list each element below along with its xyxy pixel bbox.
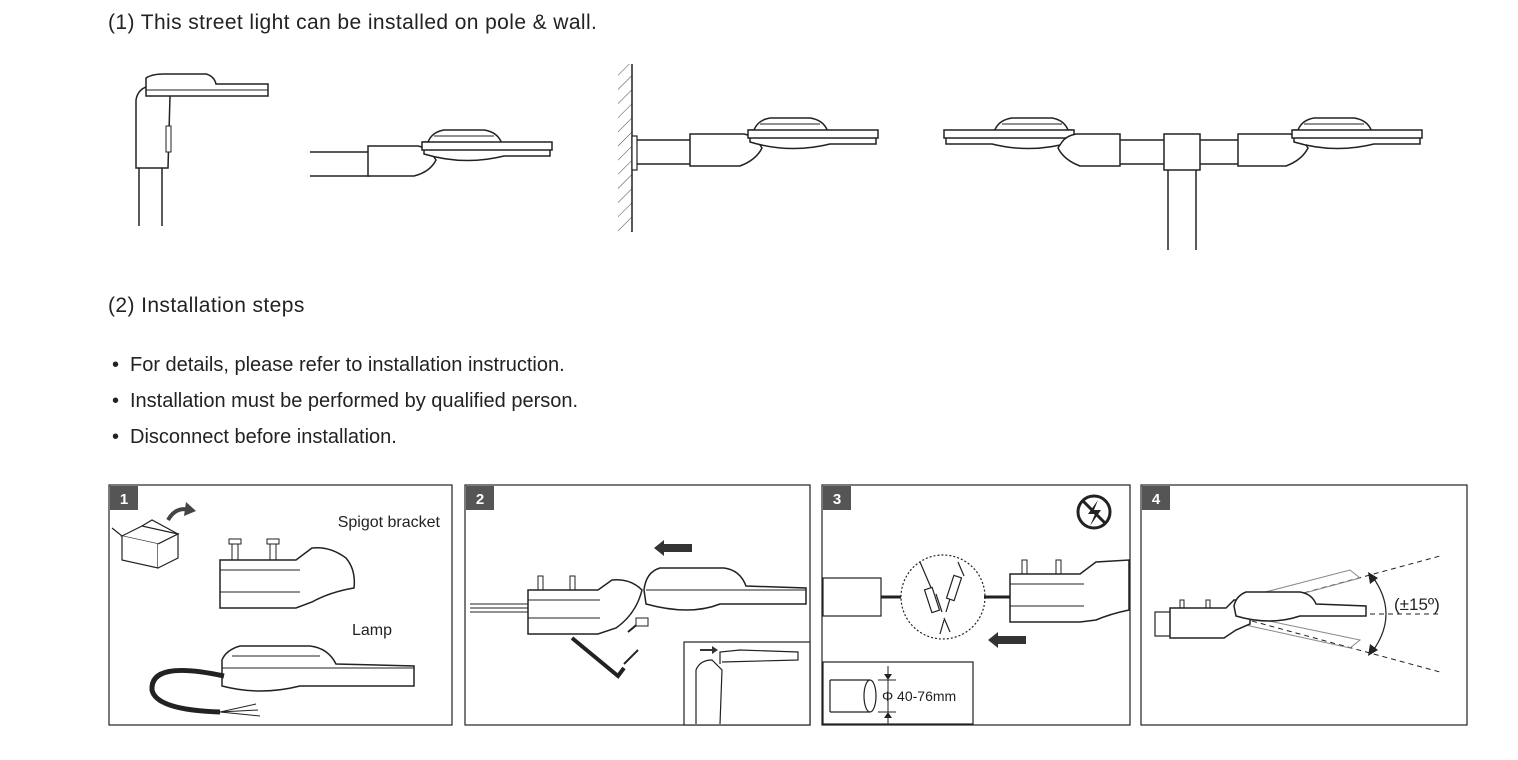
step-4-panel: 4 (±15º) [1140, 484, 1468, 726]
double-arm-pole-figure [943, 117, 1423, 250]
pole-diameter-inset [822, 661, 974, 725]
list-item: •Disconnect before installation. [112, 426, 397, 448]
wire-connector-detail [900, 554, 986, 640]
step-2-panel: 2 [464, 484, 811, 726]
pole-top-mount-figure [135, 73, 269, 226]
list-item: •For details, please refer to installati… [112, 354, 565, 376]
wire-connector-icon [919, 561, 965, 635]
step-4-badge [1142, 486, 1170, 510]
pole-side-entry-figure [310, 129, 553, 177]
pole-end-drawing [822, 577, 882, 617]
step-3-number: 3 [833, 491, 841, 508]
precautions-list: •For details, please refer to installati… [112, 352, 578, 460]
step-4-number: 4 [1152, 491, 1161, 508]
bracket-and-wire-drawing [470, 575, 643, 635]
box-icon [111, 519, 180, 569]
lamp-drawing [149, 645, 415, 717]
spigot-bracket-drawing [219, 538, 356, 609]
tilt-angle-arc [1371, 575, 1387, 653]
step-2-badge [466, 486, 494, 510]
step-3-badge [823, 486, 851, 510]
insert-arrow-icon [988, 632, 1026, 648]
lamp-label: Lamp [352, 622, 392, 639]
pole-diameter-label: Φ 40-76mm [882, 688, 956, 704]
lamp-on-bracket-drawing [1154, 591, 1367, 639]
step-2-number: 2 [476, 491, 484, 508]
lamp-drawing [643, 567, 807, 611]
installation-steps-heading: (2) Installation steps [108, 294, 305, 317]
list-item: •Installation must be performed by quali… [112, 390, 579, 412]
bracket-and-lamp-drawing [1009, 559, 1130, 623]
no-electricity-icon [1076, 494, 1112, 530]
wall-mount-figure [618, 64, 879, 232]
slide-arrow-icon [654, 540, 692, 556]
tilt-angle-label: (±15º) [1394, 595, 1440, 614]
installation-options-heading: (1) This street light can be installed o… [108, 11, 598, 34]
spigot-bracket-label: Spigot bracket [338, 514, 441, 531]
step-3-panel: 3 Φ 40-76mm [821, 484, 1131, 726]
step-1-number: 1 [120, 491, 128, 508]
step-1-badge [110, 486, 138, 510]
step-1-panel: 1 Spigot bracket Lamp [108, 484, 453, 726]
allen-key-icon [570, 636, 626, 679]
